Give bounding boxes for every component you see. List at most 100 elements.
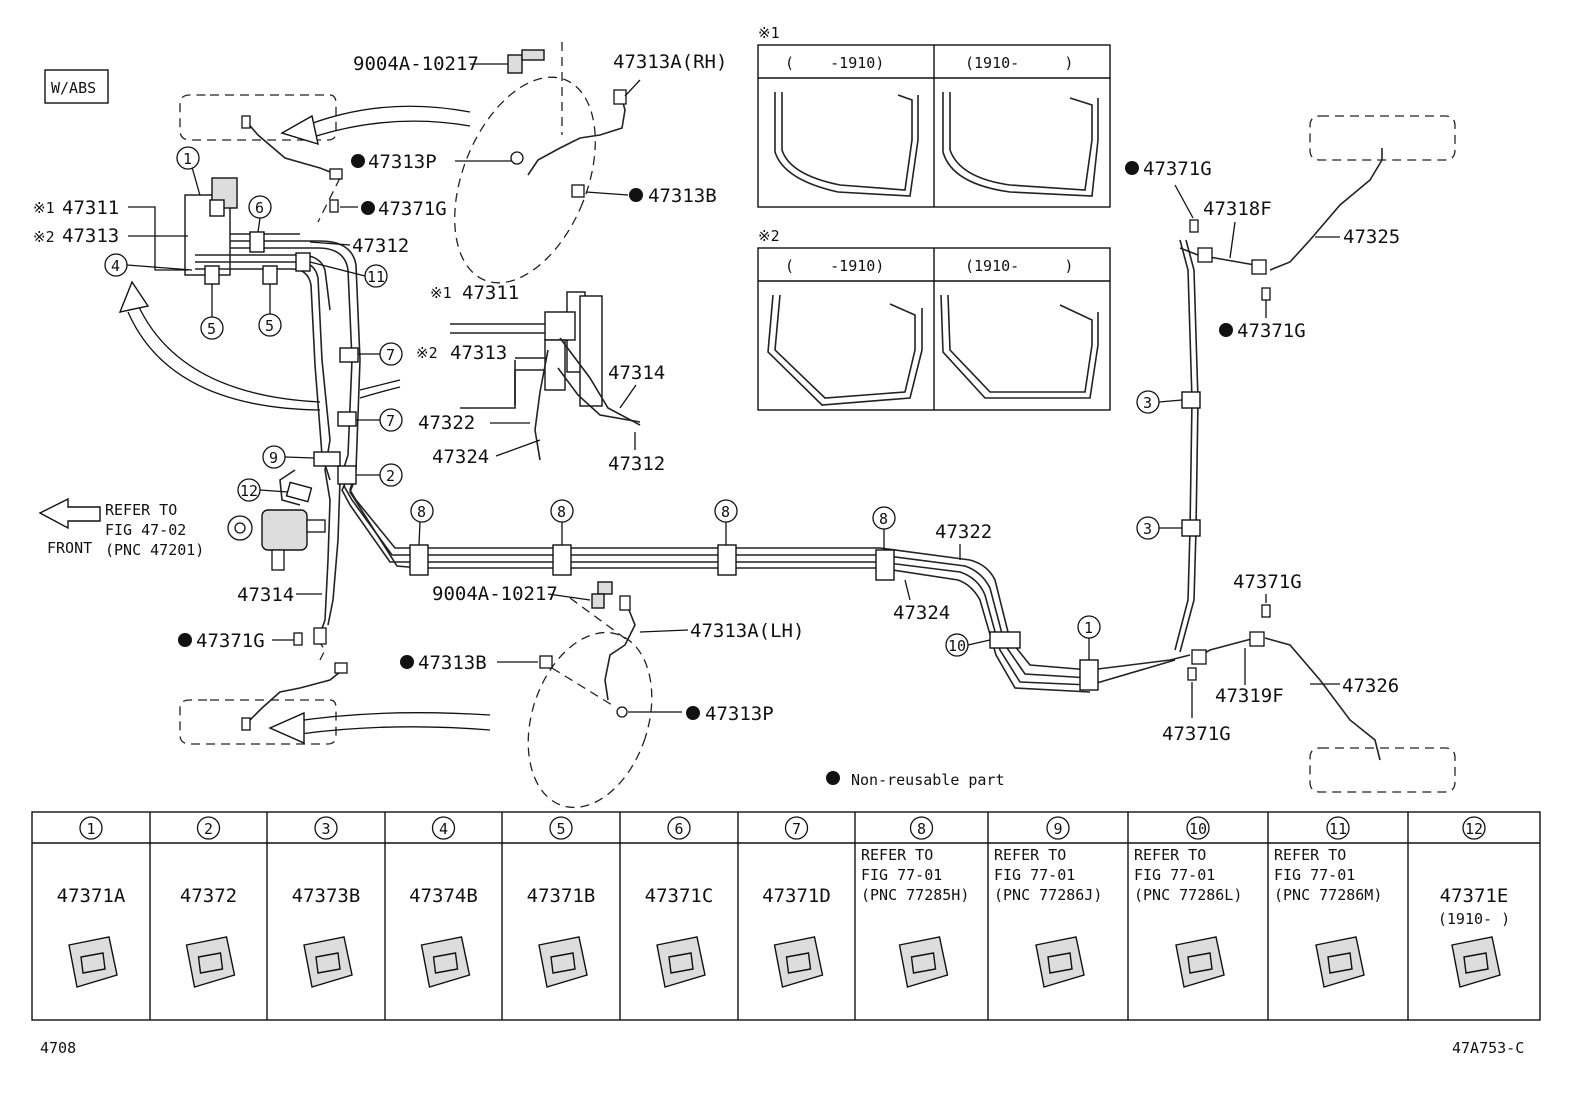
svg-text:※1: ※1 — [430, 284, 452, 302]
variant-x2-table: ※2 ( -1910) (1910- ) — [757, 227, 1111, 411]
legend-item-5: 5 47371B — [527, 816, 596, 988]
hose-lh-detail — [604, 599, 636, 701]
non-reusable-dot-icon — [178, 633, 192, 647]
svg-text:※2: ※2 — [758, 227, 780, 245]
svg-text:47313: 47313 — [450, 342, 507, 364]
legend-item-1: 1 47371A — [57, 816, 126, 988]
svg-text:(1910- ): (1910- ) — [965, 257, 1073, 275]
svg-text:7: 7 — [386, 346, 395, 364]
svg-text:47326: 47326 — [1342, 675, 1399, 697]
clamp-part-icon — [538, 936, 588, 988]
svg-text:(1910- ): (1910- ) — [965, 54, 1073, 72]
clip-p-lh — [616, 706, 628, 718]
clip-g-top — [329, 199, 339, 213]
clamp-part-icon — [1035, 936, 1085, 988]
clamp-part-icon — [1315, 936, 1365, 988]
svg-text:( -1910): ( -1910) — [785, 54, 884, 72]
non-reusable-dot-icon — [361, 201, 375, 215]
svg-text:47324: 47324 — [893, 602, 950, 624]
svg-text:1: 1 — [183, 150, 192, 168]
legend-part-text: 47371D — [762, 885, 831, 907]
svg-text:47371G: 47371G — [196, 630, 265, 652]
svg-text:REFER TO: REFER TO — [105, 501, 177, 519]
svg-text:3: 3 — [1143, 520, 1152, 538]
svg-text:( -1910): ( -1910) — [785, 257, 884, 275]
hose-detail-rh-ellipse — [454, 76, 596, 284]
svg-text:47319F: 47319F — [1215, 685, 1284, 707]
legend-part-text: (1910- ) — [1438, 910, 1510, 928]
svg-text:8: 8 — [417, 503, 426, 521]
legend-number: 6 — [674, 820, 683, 838]
svg-text:47313B: 47313B — [418, 652, 487, 674]
svg-text:47322: 47322 — [418, 412, 475, 434]
hose-rh-detail — [527, 91, 626, 176]
svg-text:47371G: 47371G — [378, 198, 447, 220]
legend-number: 11 — [1329, 820, 1347, 838]
svg-text:8: 8 — [879, 510, 888, 528]
legend-number: 9 — [1053, 820, 1062, 838]
svg-text:47312: 47312 — [352, 235, 409, 257]
svg-text:47314: 47314 — [237, 584, 294, 606]
svg-text:47313P: 47313P — [705, 703, 774, 725]
svg-text:2: 2 — [386, 467, 395, 485]
clamp-part-icon — [773, 936, 824, 988]
svg-text:47313A(RH): 47313A(RH) — [613, 51, 727, 73]
svg-text:※2: ※2 — [416, 344, 438, 362]
variant-badge: W/ABS — [44, 69, 109, 104]
tube-47326 — [1264, 637, 1381, 761]
legend-part-text: REFER TO — [1274, 846, 1346, 864]
svg-text:6: 6 — [255, 199, 264, 217]
svg-text:5: 5 — [265, 317, 274, 335]
bolt-lh: 9004A-10217 — [432, 581, 613, 609]
arrow-head-icon — [118, 280, 150, 313]
clamp-part-icon — [185, 936, 236, 988]
clamp-part-icon — [420, 936, 471, 988]
legend-part-text: 47371A — [57, 885, 126, 907]
callout-markers: 1 6 4 11 5 5 7 7 9 2 12 8 8 8 8 1 10 3 3 — [104, 146, 1183, 660]
svg-text:47313P: 47313P — [368, 151, 437, 173]
legend-part-text: 47371E — [1440, 885, 1509, 907]
legend-number: 10 — [1189, 820, 1207, 838]
legend-part-text: FIG 77-01 — [994, 866, 1075, 884]
svg-text:FRONT: FRONT — [47, 539, 92, 557]
hose-fitting — [329, 168, 343, 180]
svg-text:47371G: 47371G — [1143, 158, 1212, 180]
svg-text:1: 1 — [1084, 619, 1093, 637]
clamp-part-icon — [1175, 936, 1225, 988]
legend-number: 7 — [792, 820, 801, 838]
legend-part-text: REFER TO — [994, 846, 1066, 864]
svg-text:※1: ※1 — [758, 24, 780, 42]
svg-text:47313A(LH): 47313A(LH) — [690, 620, 804, 642]
legend-part-text: (PNC 77286M) — [1274, 886, 1382, 904]
svg-text:47313: 47313 — [62, 225, 119, 247]
non-reusable-dot-icon — [351, 154, 365, 168]
svg-text:47314: 47314 — [608, 362, 665, 384]
svg-text:3: 3 — [1143, 394, 1152, 412]
legend-part-text: 47371B — [527, 885, 596, 907]
hose-detail-lh-ellipse — [527, 631, 653, 809]
legend-number: 5 — [556, 820, 565, 838]
clamp-part-icon — [898, 936, 949, 988]
non-reusable-dot-icon — [1125, 161, 1139, 175]
front-wheel-lh-outline — [179, 699, 337, 745]
legend-number: 4 — [439, 820, 448, 838]
legend-number: 8 — [917, 820, 926, 838]
non-reusable-dot-icon — [686, 706, 700, 720]
non-reusable-dot-icon — [400, 655, 414, 669]
svg-text:47371G: 47371G — [1233, 571, 1302, 593]
svg-text:※2: ※2 — [33, 228, 55, 246]
svg-text:47311: 47311 — [462, 282, 519, 304]
svg-text:FIG 47-02: FIG 47-02 — [105, 521, 186, 539]
svg-text:5: 5 — [207, 320, 216, 338]
arrow-head-icon — [280, 114, 319, 146]
non-reusable-dot-icon — [826, 771, 840, 785]
abs-actuator — [227, 509, 326, 571]
legend-number: 1 — [86, 820, 95, 838]
